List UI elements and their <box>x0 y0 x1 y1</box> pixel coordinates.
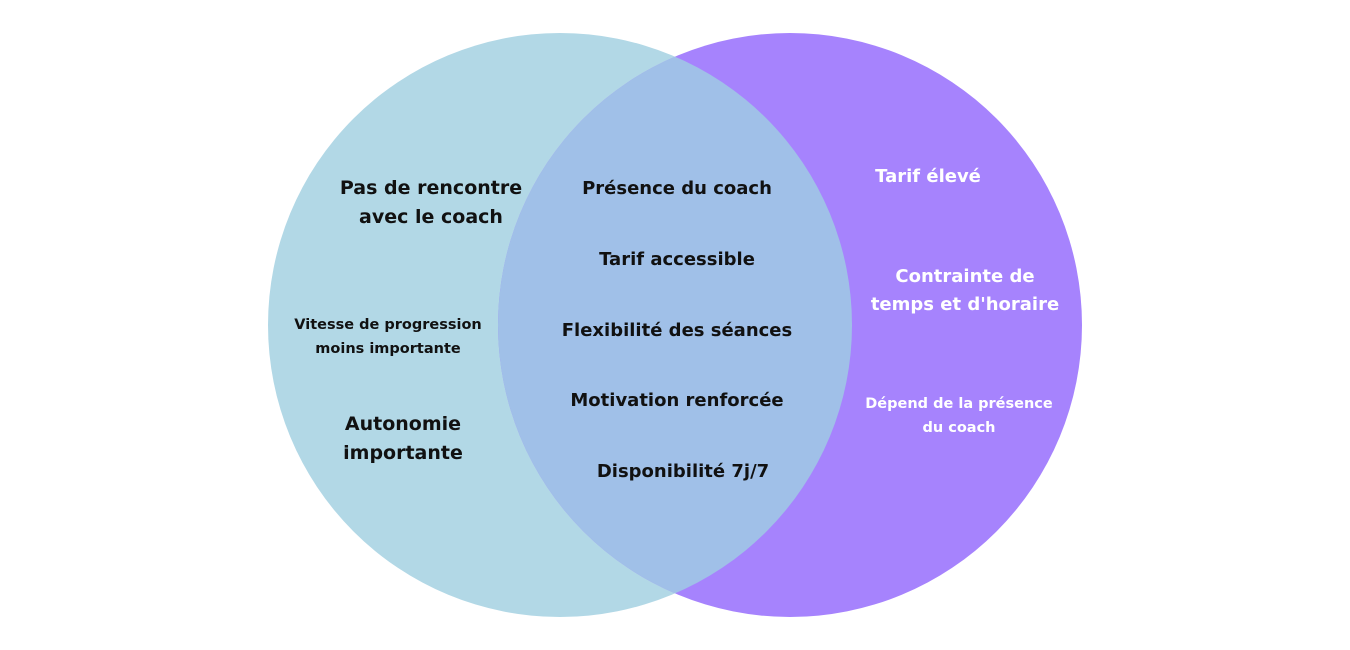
left-item-line: importante <box>343 442 463 464</box>
left-item-progress-speed: Vitesse de progression moins importante <box>294 313 481 361</box>
right-item-line: Contrainte de <box>895 266 1035 287</box>
right-item-time-constraint: Contrainte de temps et d'horaire <box>871 263 1059 319</box>
right-item-coach-dependence: Dépend de la présence du coach <box>865 392 1052 440</box>
overlap-region <box>498 33 852 617</box>
left-item-line: moins importante <box>315 341 461 357</box>
left-item-no-meeting: Pas de rencontre avec le coach <box>340 174 522 232</box>
left-item-line: Autonomie <box>344 413 462 435</box>
center-item-affordable-price: Tarif accessible <box>599 249 755 270</box>
left-item-line: avec le coach <box>359 206 503 228</box>
left-item-line: Vitesse de progression <box>294 317 482 333</box>
center-item-motivation: Motivation renforcée <box>570 390 784 411</box>
right-item-line: du coach <box>922 420 996 436</box>
left-item-line: Pas de rencontre <box>339 177 523 199</box>
left-item-autonomy: Autonomie importante <box>343 410 463 468</box>
right-item-line: temps et d'horaire <box>870 294 1060 315</box>
right-item-line: Tarif élevé <box>875 166 981 187</box>
center-item-coach-presence: Présence du coach <box>582 178 772 199</box>
right-item-line: Dépend de la présence <box>865 396 1053 412</box>
center-item-availability: Disponibilité 7j/7 <box>596 461 770 482</box>
center-item-session-flexibility: Flexibilité des séances <box>561 320 793 341</box>
right-item-high-price: Tarif élevé <box>875 163 981 191</box>
